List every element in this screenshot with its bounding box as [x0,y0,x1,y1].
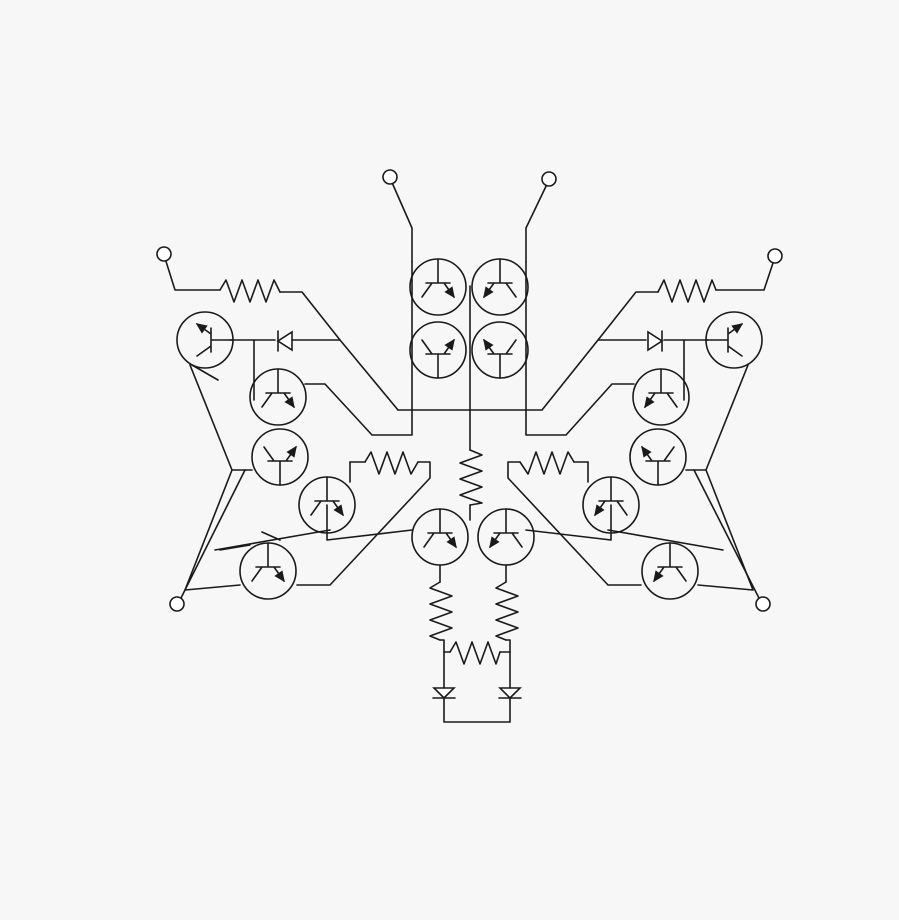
terminal-bottom-right [755,596,771,612]
wire-bl-term [177,469,246,605]
wire-top-left [163,254,221,291]
transistor-1 [409,258,467,316]
emitter-arrow-2 [483,286,494,299]
transistor-9 [251,428,309,486]
wire-right-outer-2 [697,469,754,591]
resistor-center [459,449,483,506]
emitter-arrow-1 [444,286,455,299]
emitter-arrow-4 [483,338,494,351]
wire-top-right-b [541,291,659,411]
emitter-arrow-15 [274,570,285,583]
emitter-arrow-7 [284,396,295,409]
wire-net [163,177,776,723]
wire-top-left-b [279,291,399,411]
transistor-11 [298,476,356,534]
transistor-13 [411,508,469,566]
transistor-3 [409,321,467,379]
transistor-15 [239,542,297,600]
transistor-8 [632,368,690,426]
diode-tail-left [432,687,456,700]
wire-left-outer-3 [191,364,219,381]
wire-right-cross [607,529,724,551]
wire-right-outer [685,364,749,471]
resistor-right-mid [519,451,575,475]
wire-left-low [219,544,251,551]
transistor-4 [471,321,529,379]
transistor-5 [176,311,234,369]
terminal-top-right [767,248,783,264]
terminal-group [156,169,783,612]
resistor-left-mid [364,451,419,475]
wire-col-left [304,261,413,436]
diode-right [647,330,664,352]
resistor-top-right [657,279,717,303]
resistor-top-left [219,279,281,303]
diode-left [276,330,293,352]
wire-right-res2-b [507,461,642,586]
terminal-antenna-left [382,169,398,185]
wire-left-res2-b [296,461,431,586]
wire-antenna-left [389,177,413,263]
resistor-tail-left [429,581,453,641]
wire-left-cross [214,529,331,551]
transistor-16 [641,542,699,600]
transistor-7 [249,368,307,426]
transistor-group [176,258,763,600]
diode-group [276,330,664,700]
resistor-tail-right [495,581,519,641]
wire-left-outer [189,364,253,471]
wire-top-right [715,256,776,291]
emitter-arrow-16 [653,570,664,583]
emitter-arrow-12 [594,504,605,517]
emitter-arrow-5 [195,323,208,334]
emitter-arrow-13 [446,536,457,549]
transistor-6 [705,311,763,369]
emitter-arrow-14 [489,536,500,549]
terminal-bottom-left [169,596,185,612]
terminal-top-left [156,246,172,262]
terminal-antenna-right [541,171,557,187]
wire-col-right [525,261,635,436]
wire-tail-left [439,564,511,723]
wire-right-res2 [525,461,612,541]
resistor-tail-bridge [449,641,501,665]
emitter-arrow-8 [644,396,655,409]
emitter-arrow-9 [286,445,297,458]
transistor-10 [629,428,687,486]
transistor-14 [477,508,535,566]
wire-left-res2 [326,461,413,541]
diode-tail-right [498,687,522,700]
transistor-2 [471,258,529,316]
wire-antenna-right [525,179,550,263]
emitter-arrow-3 [444,338,455,351]
wire-br-term [693,469,763,605]
transistor-12 [582,476,640,534]
emitter-arrow-11 [333,504,344,517]
emitter-arrow-6 [731,323,744,334]
resistor-group [219,279,717,665]
emitter-arrow-10 [641,445,652,458]
